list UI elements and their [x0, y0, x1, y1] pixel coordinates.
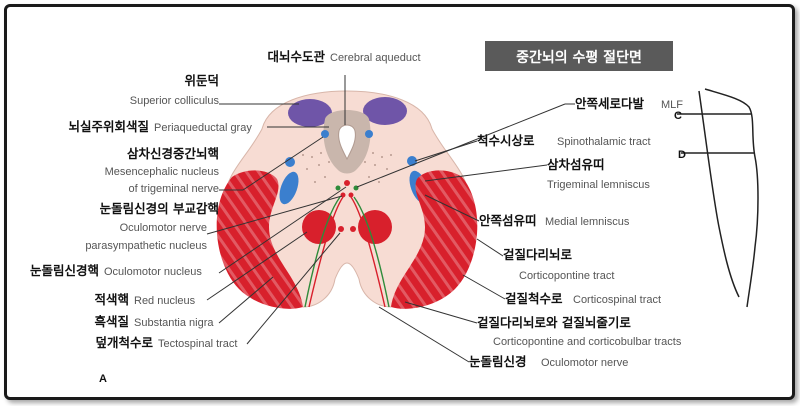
label-aqueduct-en: Cerebral aqueduct [330, 52, 421, 64]
label-trigeminal-lemniscus-en: Trigeminal lemniscus [547, 179, 650, 191]
midbrain-diagram: 중간뇌의 수평 절단면 C D [30, 41, 759, 385]
figure-label: A [99, 373, 107, 385]
label-corticospinal-en: Corticospinal tract [573, 294, 661, 306]
oculomotor-nucleus-dot [344, 180, 350, 186]
cerebral-aqueduct [338, 124, 356, 161]
mesencephalic-nucleus-left [321, 130, 329, 138]
spinothalamic-left [285, 157, 295, 167]
cerebral-peduncle-left [216, 170, 303, 309]
lemniscus-left [279, 171, 299, 205]
label-spinothalamic-ko: 척수시상로 [477, 133, 535, 148]
label-tectospinal-en: Tectospinal tract [158, 338, 237, 350]
label-parasym-ko: 눈돌림신경의 부교감핵 [100, 201, 219, 216]
label-tectospinal-ko: 덮개척수로 [95, 335, 153, 350]
label-aqueduct-ko: 대뇌수도관 [267, 49, 325, 64]
brainstem-outline [698, 88, 759, 308]
parasym-nucleus-left [340, 192, 346, 198]
label-red-nucleus-ko: 적색핵 [94, 292, 129, 307]
tectospinal-right [350, 226, 356, 232]
label-parasym-en2: parasympathetic nucleus [85, 240, 207, 252]
label-oculomotor-nerve-en: Oculomotor nerve [541, 357, 628, 369]
letter-d: D [678, 149, 686, 161]
label-mlf-ko: 안쪽세로다발 [575, 96, 645, 111]
label-superior-colliculus-ko: 위둔덕 [184, 73, 219, 88]
label-periaqueductal-en: Periaqueductal gray [154, 122, 252, 134]
superior-colliculus-left [288, 99, 332, 127]
label-trigeminal-lemniscus-ko: 삼차섬유띠 [547, 157, 605, 172]
label-corticobulbar-en: Corticopontine and corticobulbar tracts [493, 336, 682, 348]
leader-lines-left [206, 75, 347, 345]
cerebral-peduncle-right [391, 170, 478, 309]
reticular-dots [302, 152, 392, 183]
label-corticopontine-ko: 겉질다리뇌로 [503, 247, 573, 262]
label-medial-lemniscus-en: Medial lemniscus [545, 216, 630, 228]
label-corticopontine-en: Corticopontine tract [519, 270, 614, 282]
label-periaqueductal-ko: 뇌실주위회색질 [68, 119, 149, 134]
label-oculomotor-nerve-ko: 눈돌림신경 [469, 354, 527, 369]
tectospinal-left [338, 226, 344, 232]
label-spinothalamic-en: Spinothalamic tract [557, 136, 651, 148]
spinothalamic-right [407, 156, 417, 166]
mesencephalic-nucleus-right [365, 130, 373, 138]
mlf-left [335, 185, 341, 191]
superior-colliculus-right [363, 97, 407, 125]
label-parasym-en1: Oculomotor nerve [120, 222, 207, 234]
parasym-nucleus-right [348, 192, 354, 198]
label-mesencephalic-en2: of trigeminal nerve [129, 183, 220, 195]
label-oculomotor-nucleus-en: Oculomotor nucleus [104, 266, 202, 278]
title-box [485, 41, 673, 71]
leader-lines-right [356, 103, 575, 363]
oculomotor-nerve-fibers [304, 196, 390, 308]
label-mesencephalic-en1: Mesencephalic nucleus [105, 166, 220, 178]
label-corticospinal-ko: 겉질척수로 [505, 291, 563, 306]
label-red-nucleus-en: Red nucleus [134, 295, 196, 307]
label-corticobulbar-ko: 겉질다리뇌로와 겉질뇌줄기로 [477, 315, 631, 330]
label-superior-colliculus-en: Superior colliculus [130, 95, 220, 107]
label-oculomotor-nucleus-ko: 눈돌림신경핵 [30, 263, 99, 278]
label-medial-lemniscus-ko: 안쪽섬유띠 [479, 213, 537, 228]
label-mlf-en: MLF [661, 99, 683, 111]
title: 중간뇌의 수평 절단면 [516, 49, 642, 66]
label-mesencephalic-ko: 삼차신경중간뇌핵 [127, 146, 219, 161]
label-substantia-nigra-ko: 흑색질 [94, 314, 129, 329]
label-substantia-nigra-en: Substantia nigra [134, 317, 214, 329]
letter-c: C [674, 110, 682, 122]
figure-frame: 중간뇌의 수평 절단면 C D [4, 4, 795, 400]
